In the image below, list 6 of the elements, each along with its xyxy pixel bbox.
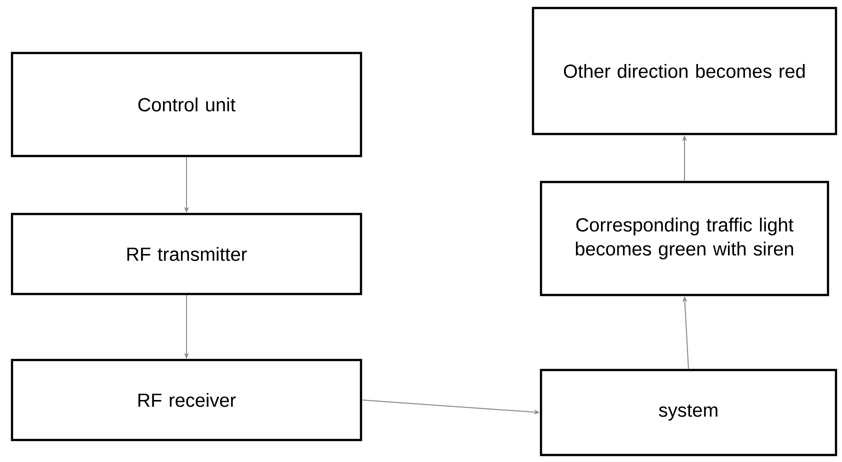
process-box: RF transmitter — [10, 212, 362, 296]
process-box: Other direction becomes red — [532, 6, 838, 136]
process-box: system — [540, 368, 838, 456]
process-box: Control unit — [10, 52, 362, 158]
process-box: Corresponding traffic light becomes green with siren — [540, 180, 830, 296]
process-box: RF receiver — [10, 358, 362, 442]
